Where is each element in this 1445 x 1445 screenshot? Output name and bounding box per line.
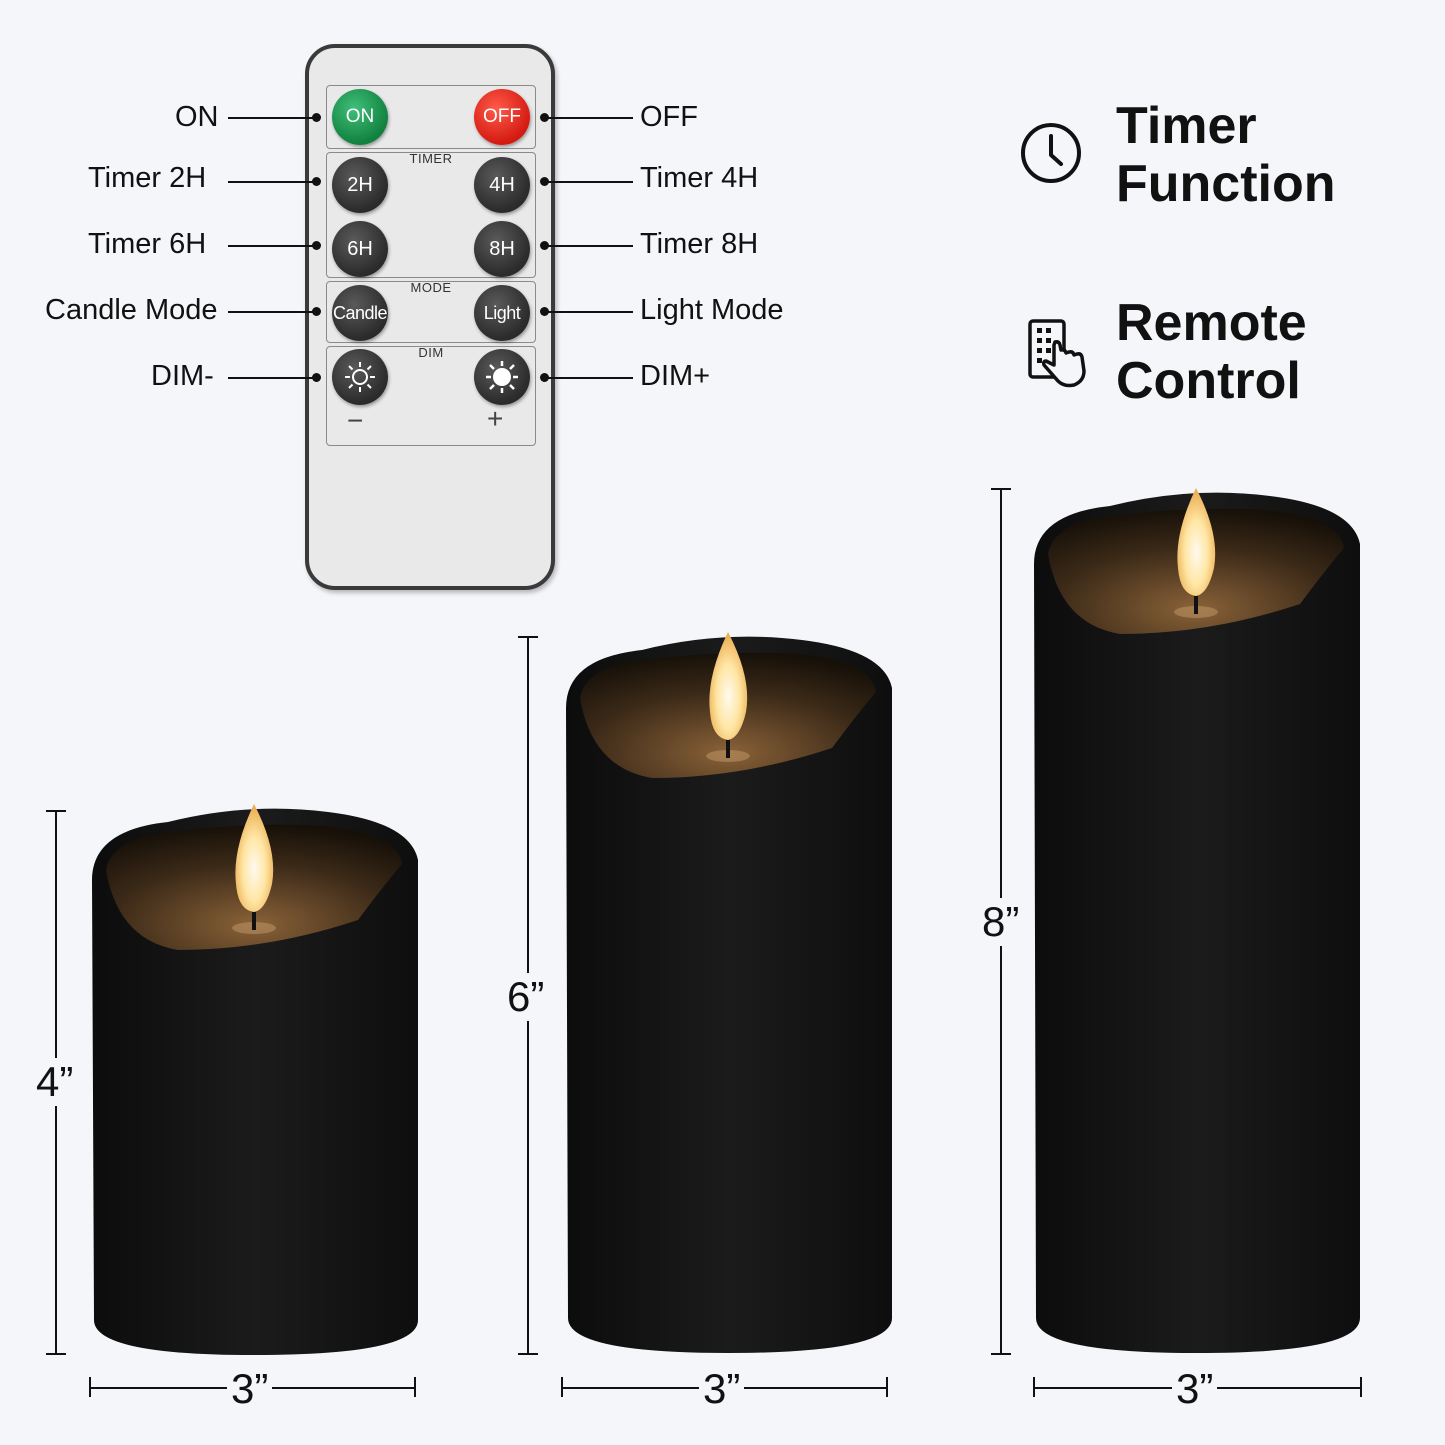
callout-line	[545, 245, 633, 247]
callout-dot	[312, 373, 321, 382]
callout-dim-minus: DIM-	[151, 360, 214, 392]
large-height-label: 8”	[978, 898, 1024, 946]
callout-line	[545, 311, 633, 313]
power-panel: ON OFF	[326, 85, 536, 149]
callout-dim-plus: DIM+	[640, 360, 711, 392]
mode-panel: MODE Candle Light	[326, 280, 536, 343]
mode-section-label: MODE	[410, 280, 452, 295]
dim-plus-button[interactable]	[474, 349, 530, 405]
remote-control-line1: Remote	[1116, 294, 1307, 352]
callout-line	[228, 245, 316, 247]
off-button[interactable]: OFF	[474, 89, 530, 145]
callout-candle-mode: Candle Mode	[45, 294, 218, 326]
dimension-cap	[414, 1377, 416, 1397]
callout-timer-2h: Timer 2H	[88, 162, 207, 194]
callout-timer-6h: Timer 6H	[88, 228, 207, 260]
callout-line	[228, 181, 316, 183]
large-width-label: 3”	[1172, 1365, 1218, 1413]
callout-dot	[312, 241, 321, 250]
timer-4h-button[interactable]: 4H	[474, 157, 530, 213]
dim-minus-button[interactable]	[332, 349, 388, 405]
timer-6h-button[interactable]: 6H	[332, 221, 388, 277]
plus-sign: +	[487, 403, 504, 434]
callout-dot	[312, 177, 321, 186]
callout-dot	[312, 307, 321, 316]
timer-function-title: Timer Function	[1116, 97, 1336, 213]
brightness-high-icon	[486, 361, 518, 393]
dimension-cap	[46, 1353, 66, 1355]
callout-timer-4h: Timer 4H	[640, 162, 759, 194]
medium-width-label: 3”	[699, 1365, 745, 1413]
on-button[interactable]: ON	[332, 89, 388, 145]
callout-off: OFF	[640, 101, 698, 133]
clock-icon	[1021, 123, 1081, 183]
candle-large	[1034, 488, 1360, 1354]
callout-timer-8h: Timer 8H	[640, 228, 759, 260]
remote-control-title: Remote Control	[1116, 294, 1307, 410]
candle-small	[92, 804, 418, 1355]
remote-control-line2: Control	[1116, 352, 1301, 410]
dimension-cap	[886, 1377, 888, 1397]
callout-dot	[312, 113, 321, 122]
callout-line	[545, 181, 633, 183]
callout-dot	[540, 241, 549, 250]
small-width-label: 3”	[227, 1365, 273, 1413]
callout-dot	[540, 307, 549, 316]
callout-line	[228, 117, 316, 119]
dimension-cap	[1360, 1377, 1362, 1397]
remote-hand-icon	[1028, 319, 1086, 388]
timer-8h-button[interactable]: 8H	[474, 221, 530, 277]
brightness-low-icon	[345, 362, 375, 392]
small-height-label: 4”	[32, 1058, 78, 1106]
callout-dot	[540, 177, 549, 186]
timer-2h-button[interactable]: 2H	[332, 157, 388, 213]
timer-panel: TIMER 2H 4H 6H 8H	[326, 151, 536, 278]
callout-line	[545, 117, 633, 119]
candle-medium	[566, 632, 892, 1353]
candle-mode-button[interactable]: Candle	[332, 285, 388, 341]
callout-on: ON	[175, 101, 219, 133]
dimension-cap	[991, 1353, 1011, 1355]
callout-line	[228, 311, 316, 313]
dim-section-label: DIM	[418, 345, 444, 360]
light-mode-button[interactable]: Light	[474, 285, 530, 341]
callout-light-mode: Light Mode	[640, 294, 784, 326]
callout-line	[545, 377, 633, 379]
timer-function-line1: Timer	[1116, 97, 1257, 155]
callout-dot	[540, 373, 549, 382]
medium-height-label: 6”	[503, 973, 549, 1021]
callout-line	[228, 377, 316, 379]
dimension-cap	[518, 1353, 538, 1355]
callout-dot	[540, 113, 549, 122]
dim-panel: DIM −	[326, 345, 536, 446]
remote-control: ON OFF TIMER 2H 4H 6H 8H MODE Candle Lig…	[305, 44, 555, 590]
minus-sign: −	[347, 405, 364, 436]
timer-section-label: TIMER	[409, 151, 453, 166]
timer-function-line2: Function	[1116, 155, 1336, 213]
